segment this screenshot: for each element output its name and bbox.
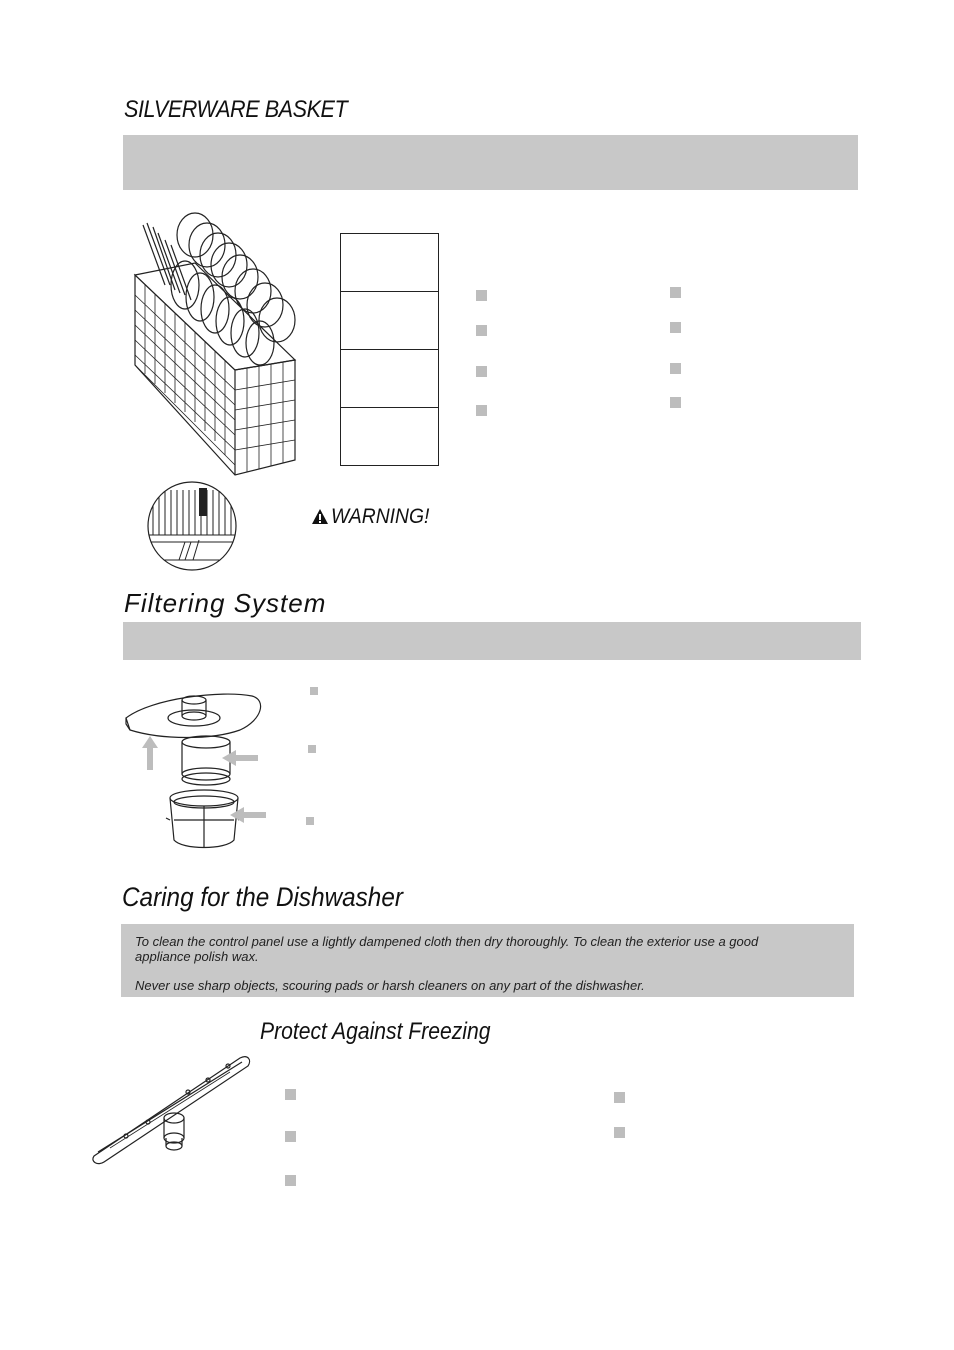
caring-text-line-2: appliance polish wax. [135,949,259,964]
filter-assembly-illustration [125,693,266,849]
grid-cell [341,234,438,292]
bullet-square [285,1089,296,1100]
warning-triangle-icon [312,509,328,524]
grid-cell [341,292,438,350]
bullet-square [476,290,487,301]
arrow-icon [142,736,266,823]
utensil-detail-illustration [147,481,237,571]
bullet-square [310,687,318,695]
bullet-square [476,325,487,336]
bullet-square [670,363,681,374]
filtering-band [123,622,861,660]
freezing-title: Protect Against Freezing [260,1018,491,1045]
bullet-square [308,745,316,753]
warning-label: WARNING! [331,505,430,528]
bullet-square [285,1175,296,1186]
bullet-square [614,1127,625,1138]
bullet-square [614,1092,625,1103]
spray-arm-illustration [92,1056,251,1165]
silverware-title: SILVERWARE BASKET [124,96,348,123]
caring-text-line-1: To clean the control panel use a lightly… [135,934,759,949]
silverware-basket-illustration [133,212,297,476]
bullet-square [476,405,487,416]
loading-pattern-grid [340,233,439,466]
bullet-square [285,1131,296,1142]
bullet-square [306,817,314,825]
bullet-square [476,366,487,377]
silverware-band [123,135,858,190]
bullet-square [670,322,681,333]
bullet-square [670,287,681,298]
grid-cell [341,350,438,408]
grid-cell [341,408,438,465]
caring-title: Caring for the Dishwasher [122,882,403,912]
filtering-title: Filtering System [124,588,327,618]
bullet-square [670,397,681,408]
caring-band [121,924,854,997]
caring-text-line-3: Never use sharp objects, scouring pads o… [135,978,645,993]
